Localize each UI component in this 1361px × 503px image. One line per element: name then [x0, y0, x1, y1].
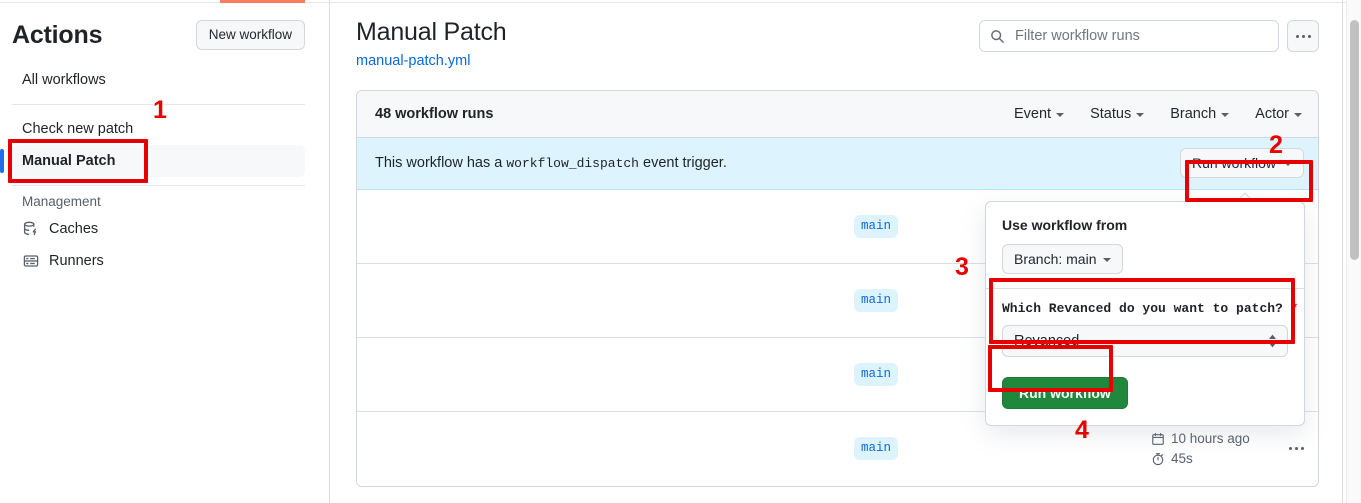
sidebar-item-label: Check new patch	[22, 121, 134, 138]
required-marker: *	[1290, 301, 1299, 316]
run-workflow-submit-section: Run workflow	[986, 365, 1304, 425]
chevron-down-icon	[1103, 258, 1112, 262]
workflow-title-block: Manual Patch manual-patch.yml	[356, 16, 507, 69]
more-options-button[interactable]	[1287, 20, 1319, 52]
run-meta-cell: 10 hours ago	[1151, 431, 1304, 466]
sidebar-item-label: All workflows	[22, 72, 106, 89]
sidebar-item-check-new-patch[interactable]: Check new patch	[12, 113, 305, 145]
server-icon	[22, 252, 40, 270]
sidebar-divider	[12, 185, 305, 187]
use-workflow-from-section: Use workflow from Branch: main	[986, 202, 1304, 288]
top-divider	[0, 2, 1361, 3]
runs-toolbar: 48 workflow runs Event Status Branch	[357, 90, 1318, 138]
workflow-input-label-text: Which Revanced do you want to patch?	[1002, 301, 1283, 316]
progress-indicator	[220, 0, 305, 3]
sidebar: Actions New workflow All workflows Check…	[0, 0, 330, 503]
run-workflow-submit-button[interactable]: Run workflow	[1002, 377, 1128, 409]
sidebar-divider	[12, 104, 305, 106]
run-date-label: 10 hours ago	[1171, 431, 1250, 447]
revanced-select[interactable]: Revanced	[1002, 325, 1288, 357]
sidebar-header: Actions New workflow	[0, 0, 329, 51]
dispatch-text-before: This workflow has a	[375, 155, 503, 172]
sidebar-nav: All workflows Check new patch Manual Pat…	[0, 64, 329, 277]
filter-event[interactable]: Event	[1014, 105, 1065, 122]
chevron-down-icon	[1056, 112, 1065, 117]
filter-actor[interactable]: Actor	[1255, 106, 1302, 122]
scrollbar-track[interactable]	[1346, 0, 1361, 503]
new-workflow-button[interactable]: New workflow	[195, 20, 305, 51]
row-more-options-icon[interactable]	[1289, 447, 1304, 451]
page-title: Actions	[12, 20, 103, 49]
dispatch-text-after: event trigger.	[643, 155, 727, 172]
runs-filter-group: Event Status Branch Actor	[1014, 106, 1302, 122]
dispatch-banner-text: This workflow has a workflow_dispatch ev…	[375, 155, 727, 171]
cache-icon	[22, 220, 40, 238]
run-workflow-dropdown-label: Run workflow	[1191, 155, 1276, 172]
content-right-edge	[1342, 0, 1343, 503]
search-input[interactable]	[1013, 27, 1268, 45]
run-branch-cell: main	[854, 214, 899, 238]
run-duration-label: 45s	[1171, 451, 1193, 467]
branch-badge: main	[854, 437, 899, 461]
search-box[interactable]	[979, 20, 1279, 52]
sidebar-item-label: Manual Patch	[22, 153, 116, 170]
run-meta-column: 10 hours ago	[1151, 431, 1271, 466]
main-header: Manual Patch manual-patch.yml	[331, 0, 1343, 69]
branch-badge: main	[854, 362, 899, 386]
chevron-down-icon	[1221, 112, 1230, 117]
filter-event-label: Event	[1014, 105, 1052, 122]
run-workflow-dropdown-panel: Use workflow from Branch: main Which Rev…	[985, 192, 1305, 426]
chevron-down-icon	[1136, 112, 1145, 117]
filter-status-label: Status	[1090, 105, 1132, 122]
dropdown-divider	[986, 288, 1304, 289]
workflow-input-label: Which Revanced do you want to patch? *	[1002, 301, 1298, 316]
workflow-dispatch-banner: This workflow has a workflow_dispatch ev…	[357, 137, 1318, 190]
chevron-down-icon	[1284, 162, 1292, 167]
branch-badge: main	[854, 288, 899, 312]
run-date: 10 hours ago	[1151, 431, 1271, 446]
chevron-down-icon	[1294, 112, 1302, 117]
run-workflow-dropdown-button[interactable]: Run workflow	[1179, 148, 1304, 179]
sidebar-item-caches[interactable]: Caches	[12, 213, 305, 245]
revanced-select-value: Revanced	[1014, 333, 1080, 349]
header-actions	[979, 16, 1319, 52]
sidebar-section-management: Management	[22, 194, 101, 210]
filter-branch[interactable]: Branch	[1170, 105, 1230, 122]
kebab-icon	[1295, 34, 1311, 38]
filter-branch-label: Branch	[1170, 105, 1217, 122]
scrollbar-thumb[interactable]	[1350, 20, 1359, 260]
select-updown-icon	[1267, 333, 1278, 349]
runs-count: 48 workflow runs	[375, 105, 494, 122]
branch-selector-button[interactable]: Branch: main	[1002, 244, 1124, 274]
run-branch-cell: main	[854, 362, 899, 386]
run-branch-cell: main	[854, 437, 899, 461]
revanced-select-wrapper: Revanced	[1002, 325, 1288, 357]
stopwatch-icon	[1151, 452, 1165, 466]
workflow-input-section: Which Revanced do you want to patch? * R…	[986, 289, 1304, 365]
use-workflow-from-label: Use workflow from	[1002, 217, 1128, 233]
filter-actor-label: Actor	[1255, 105, 1289, 122]
filter-status[interactable]: Status	[1090, 105, 1145, 122]
sidebar-item-runners[interactable]: Runners	[12, 245, 305, 277]
search-icon	[990, 29, 1005, 44]
sidebar-item-all-workflows[interactable]: All workflows	[12, 64, 305, 96]
run-branch-cell: main	[854, 288, 899, 312]
branch-badge: main	[854, 214, 899, 238]
sidebar-item-manual-patch[interactable]: Manual Patch	[0, 145, 305, 178]
dispatch-event-code: workflow_dispatch	[506, 156, 639, 172]
calendar-icon	[1151, 432, 1165, 446]
workflow-file-link[interactable]: manual-patch.yml	[356, 52, 471, 69]
sidebar-item-label: Runners	[49, 253, 104, 270]
branch-selector-label: Branch: main	[1014, 251, 1097, 267]
sidebar-item-label: Caches	[49, 221, 99, 238]
workflow-title: Manual Patch	[356, 18, 507, 46]
run-duration: 45s	[1151, 451, 1271, 466]
